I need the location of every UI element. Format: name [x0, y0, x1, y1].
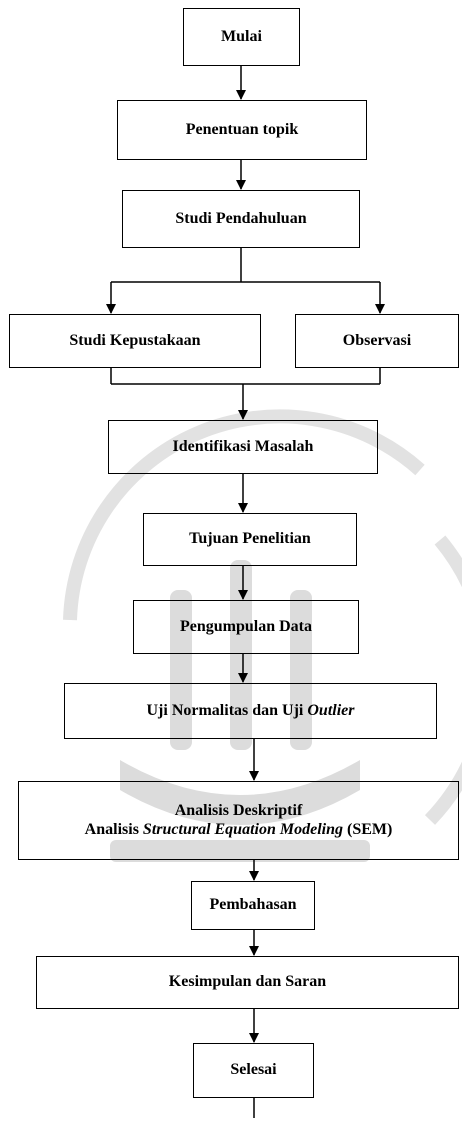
node-analisis: Analisis Deskriptif Analisis Structural …	[18, 781, 459, 860]
node-tujuan-penelitian: Tujuan Penelitian	[143, 513, 357, 566]
analisis-line1: Analisis Deskriptif	[174, 802, 303, 820]
node-pembahasan: Pembahasan	[191, 881, 315, 930]
node-observasi: Observasi	[295, 314, 459, 368]
analisis-line2-b: (SEM)	[342, 820, 393, 838]
node-pembahasan-label: Pembahasan	[209, 896, 297, 914]
node-studi-kepustakaan: Studi Kepustakaan	[9, 314, 261, 368]
node-identifikasi-masalah-label: Identifikasi Masalah	[172, 437, 314, 455]
node-uji-normalitas: Uji Normalitas dan Uji Outlier	[64, 683, 437, 739]
node-tujuan-penelitian-label: Tujuan Penelitian	[189, 530, 311, 548]
node-kesimpulan: Kesimpulan dan Saran	[36, 956, 459, 1009]
node-uji-normalitas-label: Uji Normalitas dan Uji Outlier	[146, 702, 354, 720]
node-penentuan-topik: Penentuan topik	[117, 100, 367, 160]
uji-outlier-text: Outlier	[307, 701, 355, 719]
node-studi-kepustakaan-label: Studi Kepustakaan	[69, 331, 201, 349]
analisis-line2-italic: Structural Equation Modeling	[142, 820, 343, 838]
node-pengumpulan-data-label: Pengumpulan Data	[179, 617, 313, 635]
node-identifikasi-masalah: Identifikasi Masalah	[108, 420, 378, 474]
node-penentuan-topik-label: Penentuan topik	[185, 120, 299, 138]
node-selesai-label: Selesai	[230, 1061, 277, 1079]
node-mulai-label: Mulai	[221, 27, 262, 45]
node-observasi-label: Observasi	[342, 331, 412, 349]
uji-normalitas-text: Uji Normalitas dan Uji	[146, 701, 308, 719]
node-pengumpulan-data: Pengumpulan Data	[133, 600, 359, 654]
node-kesimpulan-label: Kesimpulan dan Saran	[168, 973, 327, 991]
node-studi-pendahuluan-label: Studi Pendahuluan	[175, 209, 307, 227]
node-selesai: Selesai	[193, 1043, 314, 1098]
node-studi-pendahuluan: Studi Pendahuluan	[122, 190, 360, 248]
node-mulai: Mulai	[183, 8, 300, 66]
analisis-line2: Analisis Structural Equation Modeling (S…	[85, 821, 393, 839]
analisis-line2-a: Analisis	[84, 820, 143, 838]
